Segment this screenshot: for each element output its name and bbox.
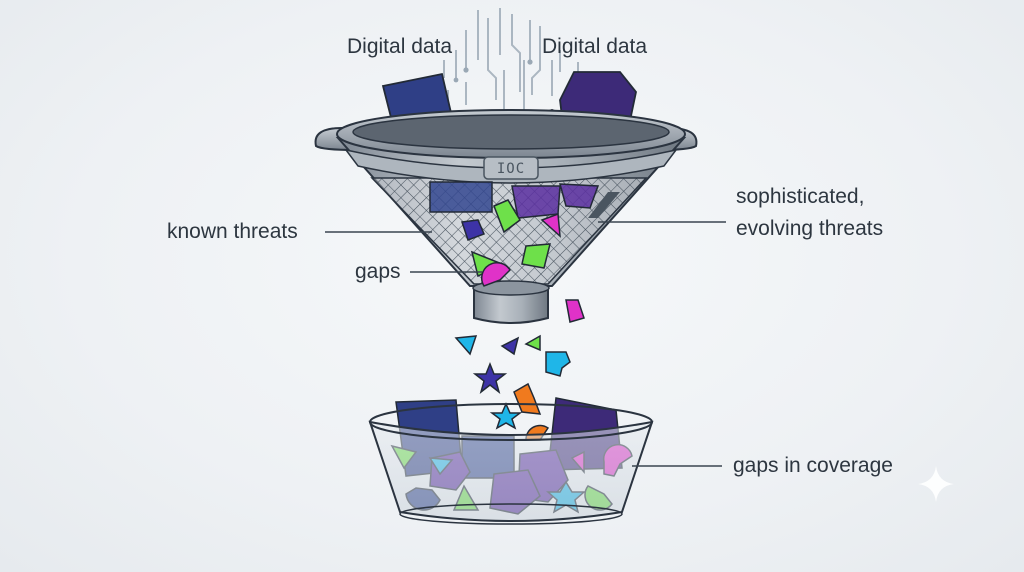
falling-star-cyan: [489, 402, 523, 430]
falling-shape-cyan-arc: [545, 351, 571, 377]
trapped-shape-magenta: [540, 212, 561, 238]
digital-data-label-right: Digital data: [542, 35, 647, 58]
data-streams: [443, 8, 579, 120]
falling-shape-green: [524, 334, 541, 352]
bowl: [368, 397, 654, 525]
ioc-badge-text: IOC: [497, 161, 525, 177]
trapped-block-purple: [511, 185, 561, 219]
gaps-in-coverage-label: gaps in coverage: [733, 454, 893, 477]
mesh-gap-right: [588, 192, 620, 218]
falling-shape-orange: [513, 382, 542, 415]
trapped-shape-lime: [521, 243, 551, 269]
digital-data-label-left: Digital data: [347, 35, 452, 58]
gaps-label: gaps: [355, 260, 401, 283]
falling-shape-cyan: [454, 335, 478, 356]
trapped-block-navy: [429, 181, 493, 213]
trapped-shape-green: [493, 199, 521, 234]
ioc-badge: [483, 156, 539, 180]
falling-star-indigo: [472, 361, 508, 394]
trapped-blocks: [429, 181, 600, 287]
trapped-shape-pink-arc: [481, 261, 511, 287]
sparkle-icon: [918, 466, 954, 502]
sophisticated-threats-label-line2: evolving threats: [736, 217, 883, 240]
sophisticated-threats-label-line1: sophisticated,: [736, 185, 864, 208]
trapped-shape-indigo: [460, 219, 485, 241]
falling-shape-magenta: [565, 299, 585, 323]
trapped-block-violet: [559, 183, 600, 209]
known-threats-label: known threats: [167, 220, 298, 243]
falling-shape-indigo: [500, 336, 520, 356]
